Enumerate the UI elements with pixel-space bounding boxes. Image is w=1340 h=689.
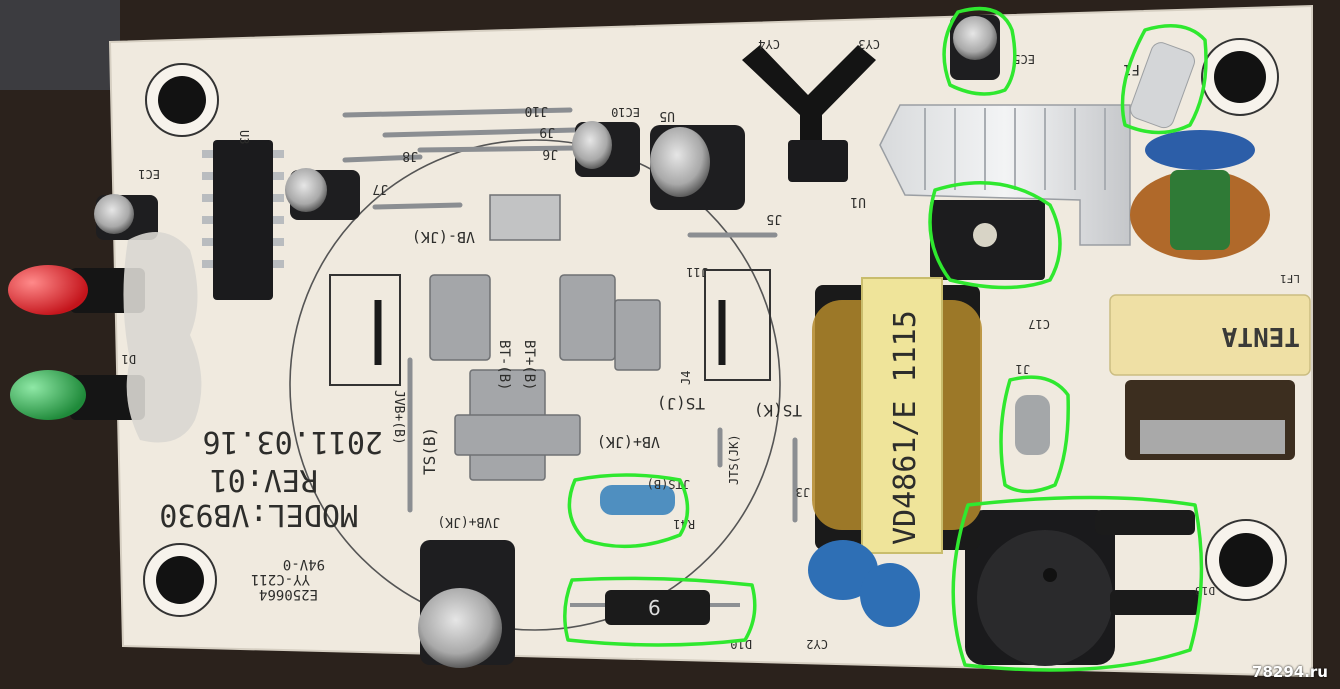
ref-c17: C17: [1028, 317, 1050, 331]
isolation-slot: [742, 45, 876, 180]
ref-u1: U1: [850, 194, 866, 209]
capacitor-ec1: [94, 194, 158, 240]
ref-j5: J5: [766, 211, 782, 226]
y-capacitor: [860, 563, 920, 627]
connector-labels: VB-(JK) VB+(JK) JVB+(JK) JVB+(B) BT-(B) …: [391, 228, 802, 529]
ref-u3: U3: [237, 130, 251, 144]
capacitor-ec5: [950, 15, 1000, 80]
ref-ec1: EC1: [138, 167, 160, 181]
silkscreen-outline: [289, 139, 781, 631]
label-vb-plus-jk: VB+(JK): [597, 433, 660, 451]
component-highlight-outline: [999, 375, 1070, 494]
component-highlight-outline: [942, 6, 1017, 96]
reference-designators: U3 EC1 D1 J10 J9 J8 J7 J6 EC10 U5 J5 U1 …: [122, 37, 1300, 651]
hot-glue: [123, 232, 202, 443]
diode-d18: [1095, 510, 1200, 615]
component-highlight-outline: [563, 576, 757, 647]
led-green: [10, 370, 145, 420]
label-jvb-plus-b: JVB+(B): [391, 390, 406, 445]
diode-mark: 6: [648, 596, 661, 620]
ref-j1: J1: [1016, 362, 1030, 376]
capacitor-near-u3: [285, 168, 360, 220]
ref-cy3: CY3: [858, 37, 880, 51]
ic-u1: [788, 140, 848, 182]
cert-code: YY-C211: [251, 571, 310, 587]
ref-j10: J10: [525, 103, 548, 118]
ic-u3: [202, 140, 284, 300]
flame-rating: 94V-0: [283, 556, 325, 572]
ref-cy4: CY4: [758, 37, 780, 51]
transformer: [812, 277, 982, 554]
ref-u5: U5: [659, 108, 675, 123]
background-object-top-left: [0, 0, 120, 90]
watermark: 78294.ru: [1252, 663, 1328, 681]
label-bt-plus-b: BT+(B): [521, 340, 537, 391]
capacitor-bottom-left: [418, 540, 515, 668]
label-vb-minus-jk: VB-(JK): [412, 228, 475, 246]
fuse-f1: [1129, 42, 1195, 129]
label-ts-k: TS(K): [754, 401, 802, 420]
ref-d1: D1: [122, 352, 136, 366]
varistor: [1145, 130, 1255, 170]
ref-j11: J11: [686, 265, 708, 279]
ref-j3: J3: [796, 485, 810, 499]
ref-d18: D18: [1195, 584, 1215, 597]
transformer-label: VD4861/E 1115: [888, 310, 923, 545]
common-mode-choke: [1130, 170, 1270, 260]
ref-ec5: EC5: [1013, 52, 1035, 66]
bridge-choke: [1125, 380, 1295, 460]
cert-number: E250664: [259, 586, 318, 602]
ref-ec10: EC10: [611, 105, 640, 119]
zener-diode-j1: [1015, 395, 1050, 455]
ref-j6: J6: [542, 146, 558, 161]
ref-j4: J4: [679, 371, 693, 385]
component-highlight-outline: [928, 181, 1062, 290]
label-bt-minus-b: BT-(B): [496, 340, 512, 391]
capacitor-u5-area: [650, 125, 745, 210]
resistor-r41: [600, 485, 675, 515]
mosfet: [930, 200, 1045, 280]
revision-text: REV:01: [210, 462, 318, 497]
ref-j7: J7: [372, 181, 388, 196]
label-ts-j: TS(J): [657, 394, 705, 413]
board-markings: MODEL:VB930 REV:01 2011.03.16 E250664 YY…: [159, 424, 383, 602]
battery-connector-tabs: [429, 194, 661, 481]
heatsink-fins: [924, 108, 1106, 190]
label-jts-jk: JTS(JK): [727, 434, 741, 485]
ref-lf1: LF1: [1280, 272, 1300, 285]
date-text: 2011.03.16: [202, 424, 383, 459]
label-jvb-plus-jk: JVB+(JK): [437, 514, 500, 529]
capacitor-main: [965, 510, 1115, 666]
x-capacitor: [1109, 294, 1311, 376]
diode-d10: 6: [570, 590, 740, 625]
highlight-outlines: [563, 6, 1208, 672]
component-highlight-outline: [567, 473, 690, 549]
choke-brand: TENTA: [1221, 321, 1300, 351]
ref-cy2: CY2: [806, 637, 828, 651]
jumper-wires: [342, 107, 798, 523]
y-capacitor: [808, 540, 878, 600]
component-highlight-outline: [951, 495, 1204, 672]
capacitor-ec10: [572, 121, 640, 177]
ref-j8: J8: [402, 148, 418, 163]
connector-outlines: [329, 269, 771, 386]
model-text: MODEL:VB930: [159, 497, 358, 532]
ref-j9: J9: [539, 124, 555, 139]
component-highlight-outline: [1120, 24, 1208, 135]
label-ts-b: TS(B): [420, 427, 439, 475]
mounting-holes: [143, 38, 1287, 617]
